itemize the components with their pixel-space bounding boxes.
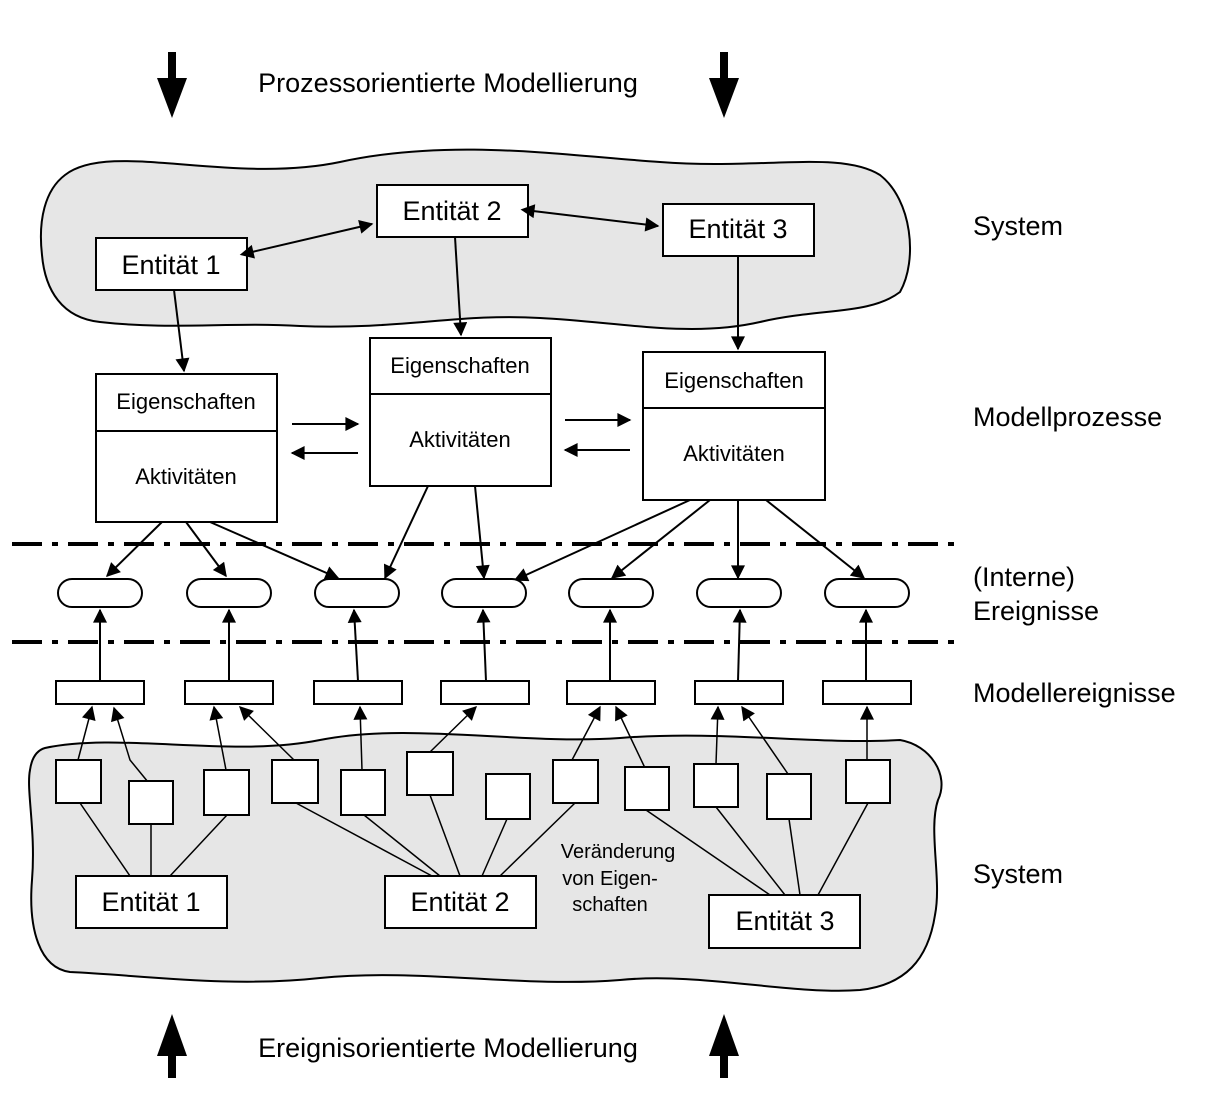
bottom-connectors xyxy=(79,794,869,896)
internal-event xyxy=(696,578,782,608)
internal-event xyxy=(314,578,400,608)
internal-event xyxy=(186,578,272,608)
bottom-entity-2: Entität 2 xyxy=(384,875,537,929)
top-entity-2-label: Entität 2 xyxy=(402,196,501,226)
bottom-entity-1-label: Entität 1 xyxy=(101,887,200,917)
model-event xyxy=(822,680,912,705)
bottom-entity-3-label: Entität 3 xyxy=(735,906,834,936)
process-3-properties: Eigenschaften xyxy=(664,368,803,393)
process-3-activities: Aktivitäten xyxy=(683,441,785,466)
process-2-properties: Eigenschaften xyxy=(390,353,529,378)
model-event xyxy=(55,680,145,705)
bottom-system-cloud xyxy=(28,731,943,992)
bottom-entity-3: Entität 3 xyxy=(708,894,861,949)
top-system-label: System xyxy=(973,211,1063,241)
model-events-label: Modellereignisse xyxy=(973,678,1176,708)
internal-events-label-2: Ereignisse xyxy=(973,596,1099,626)
internal-event xyxy=(568,578,654,608)
top-entity-1-label: Entität 1 xyxy=(121,250,220,280)
top-entity-2: Entität 2 xyxy=(376,184,529,238)
note-line-3: schaften xyxy=(572,894,648,916)
top-system-cloud xyxy=(39,148,911,330)
model-event xyxy=(566,680,656,705)
internal-events-label-1: (Interne) xyxy=(973,562,1075,592)
model-event xyxy=(184,680,274,705)
model-event xyxy=(694,680,784,705)
model-event xyxy=(440,680,530,705)
square-event-arrows xyxy=(77,705,874,783)
arrow-down-icon xyxy=(157,52,187,118)
internal-events xyxy=(57,578,910,608)
bottom-entity-2-label: Entität 2 xyxy=(410,887,509,917)
property-square xyxy=(766,773,812,820)
bottom-entity-1: Entität 1 xyxy=(75,875,228,929)
entity-2-3-link xyxy=(520,204,660,232)
top-entity-3: Entität 3 xyxy=(662,203,815,257)
property-square xyxy=(406,751,454,796)
model-events xyxy=(55,680,912,705)
process-1: Eigenschaften Aktivitäten xyxy=(95,373,278,523)
process-event-arrows xyxy=(106,485,866,582)
property-square xyxy=(271,759,319,804)
property-squares xyxy=(55,751,891,825)
process-2-activities: Aktivitäten xyxy=(409,427,511,452)
top-entity-3-label: Entität 3 xyxy=(688,214,787,244)
bottom-system-label: System xyxy=(973,859,1063,889)
internal-event xyxy=(57,578,143,608)
arrow-entity-to-process-2 xyxy=(453,236,468,337)
property-square xyxy=(693,763,739,808)
property-square xyxy=(55,759,102,804)
process-1-activities: Aktivitäten xyxy=(135,464,237,489)
arrow-down-icon xyxy=(709,52,739,118)
arrow-up-icon xyxy=(157,1014,187,1078)
top-entity-1: Entität 1 xyxy=(95,237,248,291)
internal-event xyxy=(824,578,910,608)
bottom-label: Ereignisorientierte Modellierung xyxy=(258,1033,638,1063)
property-square xyxy=(203,769,250,816)
model-event xyxy=(313,680,403,705)
process-3: Eigenschaften Aktivitäten xyxy=(642,351,826,501)
property-square xyxy=(128,780,174,825)
property-change-note: Veränderung von Eigen- schaften xyxy=(561,841,676,916)
property-square xyxy=(552,759,599,804)
model-processes-label: Modellprozesse xyxy=(973,402,1162,432)
process-2: Eigenschaften Aktivitäten xyxy=(369,337,552,487)
top-label: Prozessorientierte Modellierung xyxy=(258,68,638,98)
property-square xyxy=(485,773,531,820)
internal-event xyxy=(441,578,527,608)
property-square xyxy=(845,759,891,804)
note-line-2: von Eigen- xyxy=(562,868,658,890)
arrow-up-icon xyxy=(709,1014,739,1078)
property-square xyxy=(624,766,670,811)
process-1-properties: Eigenschaften xyxy=(116,389,255,414)
model-event-arrows xyxy=(93,608,873,682)
note-line-1: Veränderung xyxy=(561,841,676,863)
entity-1-2-link xyxy=(239,220,374,259)
arrow-entity-to-process-1 xyxy=(173,289,190,373)
property-square xyxy=(340,769,386,816)
